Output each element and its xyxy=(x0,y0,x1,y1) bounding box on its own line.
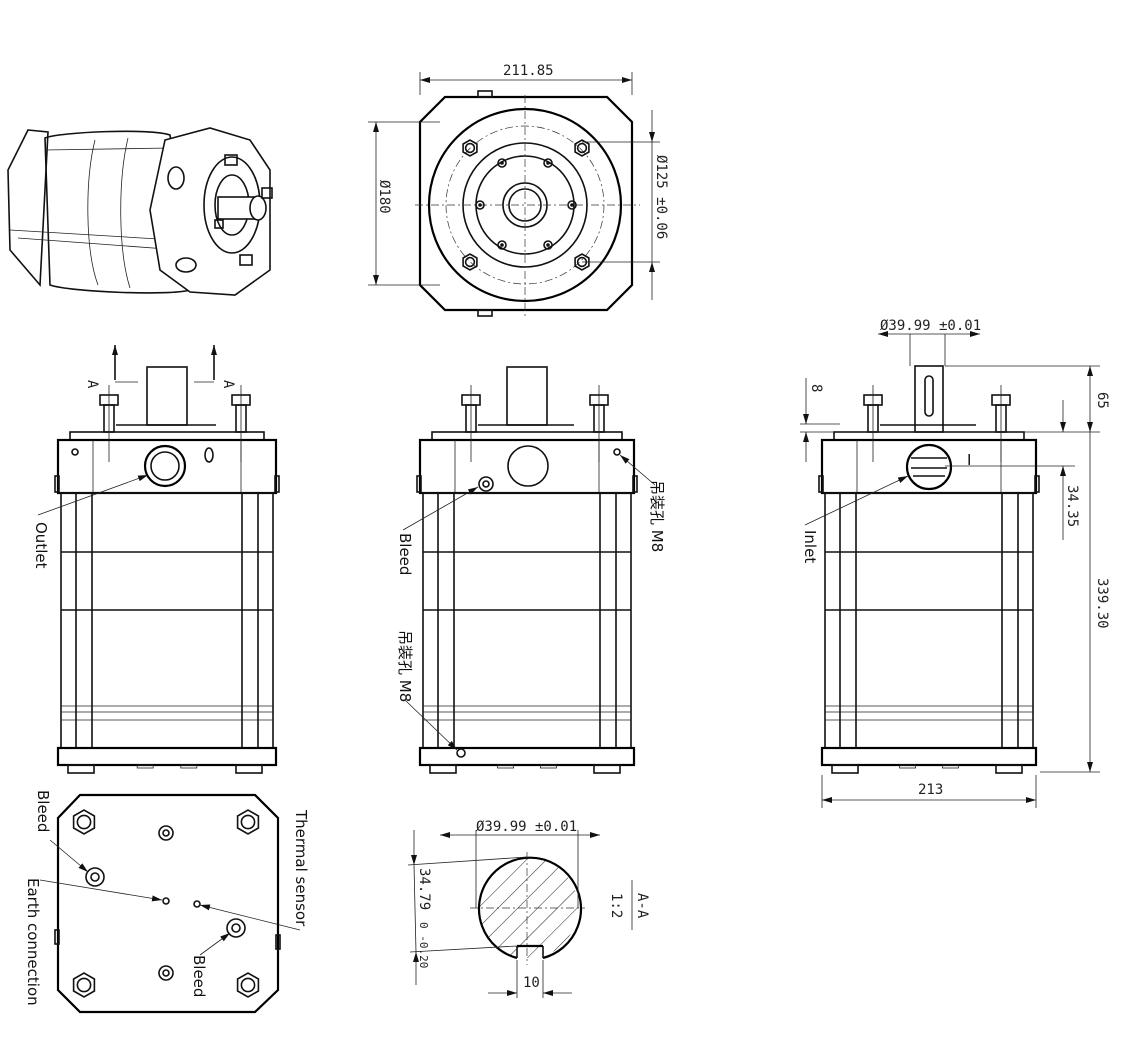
thermal-sensor-label: Thermal sensor xyxy=(292,809,310,927)
middle-features xyxy=(402,445,656,758)
hex-bolt xyxy=(462,253,478,271)
mount-hole xyxy=(497,240,507,250)
shaft xyxy=(506,366,548,426)
top-plate xyxy=(833,431,1025,441)
drain-plug xyxy=(180,764,198,769)
head-block xyxy=(418,438,636,495)
earth-connection-label: Earth connection xyxy=(24,878,42,1006)
foot-nut xyxy=(831,764,859,774)
mount-hole-center xyxy=(478,203,482,207)
bleed-label: Bleed xyxy=(396,533,414,575)
shaft xyxy=(146,366,188,426)
hex-bolt xyxy=(72,972,96,998)
dim-key: 8 xyxy=(808,384,824,392)
section-mark-left: A xyxy=(84,380,100,389)
lifting-hole-label-bottom: 吊装孔 M8 xyxy=(396,630,414,702)
section-a-a: Ø39.99 ±0.01 34.79 0 -0.20 10 A-A 1:2 xyxy=(407,819,650,998)
bottom-view: Bleed Earth connection Thermal sensor Bl… xyxy=(24,790,310,1014)
side-lug xyxy=(416,475,422,493)
hex-bolt xyxy=(72,809,96,835)
foot-nut xyxy=(593,764,621,774)
isometric-view xyxy=(7,127,273,296)
dim-outer-dia: Ø180 xyxy=(376,180,392,214)
side-lug xyxy=(1034,475,1040,493)
bottom-flange xyxy=(418,746,636,767)
mount-hole xyxy=(543,240,553,250)
mount-hole-center xyxy=(546,161,550,165)
bolt-head xyxy=(76,814,92,830)
mount-hole xyxy=(543,158,553,168)
mount-hole-center xyxy=(546,243,550,247)
dimensions: 211.85 Ø180 Ø125 ±0.06 A A Ø39.99 ±0.01 … xyxy=(84,63,1110,808)
mount-hole xyxy=(497,158,507,168)
inlet-mark: I xyxy=(967,451,971,469)
top-plate xyxy=(431,431,623,441)
bottom-bleed-label-2: Bleed xyxy=(190,955,208,997)
hex-bolt xyxy=(574,253,590,271)
outlet-port xyxy=(37,345,217,516)
section-key-width: 10 xyxy=(523,975,540,991)
hex-bolt xyxy=(462,139,478,157)
mount-hole-center xyxy=(570,203,574,207)
hex-bolt xyxy=(236,809,260,835)
bolt-head xyxy=(464,256,476,268)
mount-hole-center xyxy=(500,243,504,247)
front-view xyxy=(415,90,640,318)
bolt-head xyxy=(76,977,92,993)
dim-shaft-length: 65 xyxy=(1094,392,1110,409)
callout-labels: Outlet Bleed 吊装孔 M8 吊装孔 M8 Inlet xyxy=(32,480,819,702)
drain-plug xyxy=(136,764,154,769)
drain-plug xyxy=(540,764,557,769)
foot-nut xyxy=(235,764,263,774)
section-name: A-A xyxy=(634,893,650,919)
drain-plug xyxy=(497,764,515,769)
side-lug xyxy=(54,475,60,493)
section-key-depth: 34.79 xyxy=(416,868,432,910)
dim-width: 213 xyxy=(918,782,943,798)
mount-hole xyxy=(567,200,577,210)
side-view-bleed xyxy=(416,366,638,774)
dim-overall-height: 339.30 xyxy=(1094,578,1110,629)
head-block xyxy=(820,438,1038,495)
mount-hole xyxy=(475,200,485,210)
outlet-label: Outlet xyxy=(32,522,50,569)
section-scale: 1:2 xyxy=(608,893,624,918)
drain-plug xyxy=(899,764,916,769)
side-lug xyxy=(818,475,824,493)
drain-plug xyxy=(942,764,959,769)
dim-front-width: 211.85 xyxy=(503,63,554,79)
section-mark-right: A xyxy=(220,380,236,389)
foot-nut xyxy=(429,764,457,774)
hex-bolt xyxy=(236,972,260,998)
foot-nut xyxy=(67,764,95,774)
foot-nut xyxy=(995,764,1023,774)
mount-hole-center xyxy=(500,161,504,165)
dim-inlet-center: 34.35 xyxy=(1064,485,1080,527)
bottom-bleed-label: Bleed xyxy=(34,790,52,832)
side-view-inlet xyxy=(818,385,1040,774)
bolt-head xyxy=(464,142,476,154)
top-plate xyxy=(69,431,265,441)
inlet-port: I xyxy=(804,365,971,526)
section-key-depth-tol: 0 -0.20 xyxy=(417,922,430,968)
side-view-outlet xyxy=(54,366,280,774)
section-shaft-dia: Ø39.99 ±0.01 xyxy=(476,819,577,835)
dim-pcd-dia: Ø125 ±0.06 xyxy=(653,155,669,239)
lifting-hole-label-top: 吊装孔 M8 xyxy=(648,480,666,552)
dim-shaft-dia: Ø39.99 ±0.01 xyxy=(880,318,981,334)
side-lug xyxy=(274,475,280,493)
hex-bolt xyxy=(574,139,590,157)
bottom-flange xyxy=(820,746,1038,767)
bolt-head xyxy=(576,142,588,154)
bottom-flange xyxy=(56,746,278,767)
bolt-head xyxy=(240,814,256,830)
bolt-head xyxy=(240,977,256,993)
inlet-label: Inlet xyxy=(801,530,819,563)
side-lug xyxy=(632,475,638,493)
